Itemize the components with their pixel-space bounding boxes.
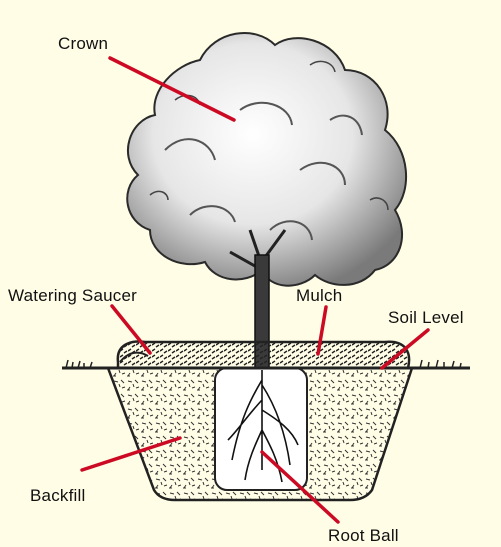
label-soil-level: Soil Level [388, 308, 464, 328]
label-crown: Crown [58, 34, 108, 54]
label-mulch: Mulch [296, 286, 342, 306]
label-watering-saucer: Watering Saucer [8, 286, 137, 306]
crown-canopy [127, 33, 406, 286]
label-root-ball: Root Ball [328, 526, 399, 546]
root-ball [215, 368, 307, 490]
label-backfill: Backfill [30, 486, 85, 506]
watering-saucer [118, 342, 409, 368]
